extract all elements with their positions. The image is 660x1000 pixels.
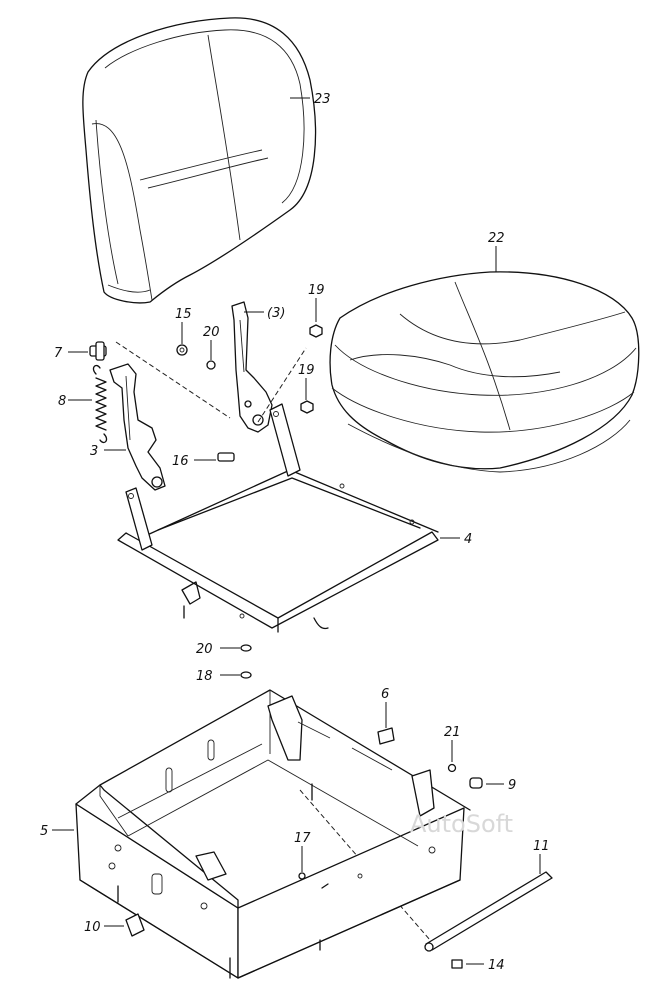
bolt-16 [217, 452, 235, 462]
watermark-text: AutoSoft [410, 810, 513, 838]
assembly-line [115, 341, 231, 419]
callout-3-ref: (3) [267, 306, 285, 321]
callout-3: 3 [90, 444, 98, 459]
nut-19a [309, 324, 323, 338]
callout-20a: 20 [203, 325, 220, 340]
callout-20b: 20 [196, 642, 213, 657]
leader-lines [52, 97, 541, 965]
seat-frame [117, 403, 439, 633]
seat-cushion [329, 271, 640, 473]
callout-6: 6 [381, 687, 389, 702]
callout-9: 9 [508, 778, 516, 793]
callout-14: 14 [488, 958, 505, 973]
return-spring [92, 364, 108, 444]
callout-18: 18 [196, 669, 213, 684]
callout-17: 17 [294, 831, 311, 846]
seat-base-box [75, 689, 471, 979]
nut-19b [300, 400, 314, 414]
screw-14 [451, 959, 463, 969]
callout-19b: 19 [298, 363, 315, 378]
backrest-cushion [82, 17, 317, 304]
callout-10: 10 [84, 920, 101, 935]
callout-4: 4 [464, 532, 472, 547]
washer-20b [240, 644, 252, 652]
callout-11: 11 [533, 839, 550, 854]
rubber-pad [377, 727, 395, 745]
callout-15: 15 [175, 307, 192, 322]
hinge-bracket-upper [231, 301, 273, 433]
callout-19a: 19 [308, 283, 325, 298]
clip-10 [125, 913, 145, 937]
callout-8: 8 [58, 394, 66, 409]
washer-20a [206, 360, 216, 370]
bolt-9 [469, 777, 483, 789]
callout-22: 22 [488, 231, 505, 246]
callout-5: 5 [40, 824, 48, 839]
nut-15 [176, 344, 188, 356]
callout-16: 16 [172, 454, 189, 469]
hinge-bracket-lower [109, 363, 166, 491]
callout-7: 7 [54, 346, 63, 361]
pin-21 [447, 763, 457, 773]
nut-18 [240, 671, 252, 679]
callout-23: 23 [314, 92, 331, 107]
callout-21: 21 [444, 725, 461, 740]
assembly-line [257, 347, 307, 423]
pivot-pin [89, 341, 107, 361]
rod-11 [424, 871, 553, 952]
